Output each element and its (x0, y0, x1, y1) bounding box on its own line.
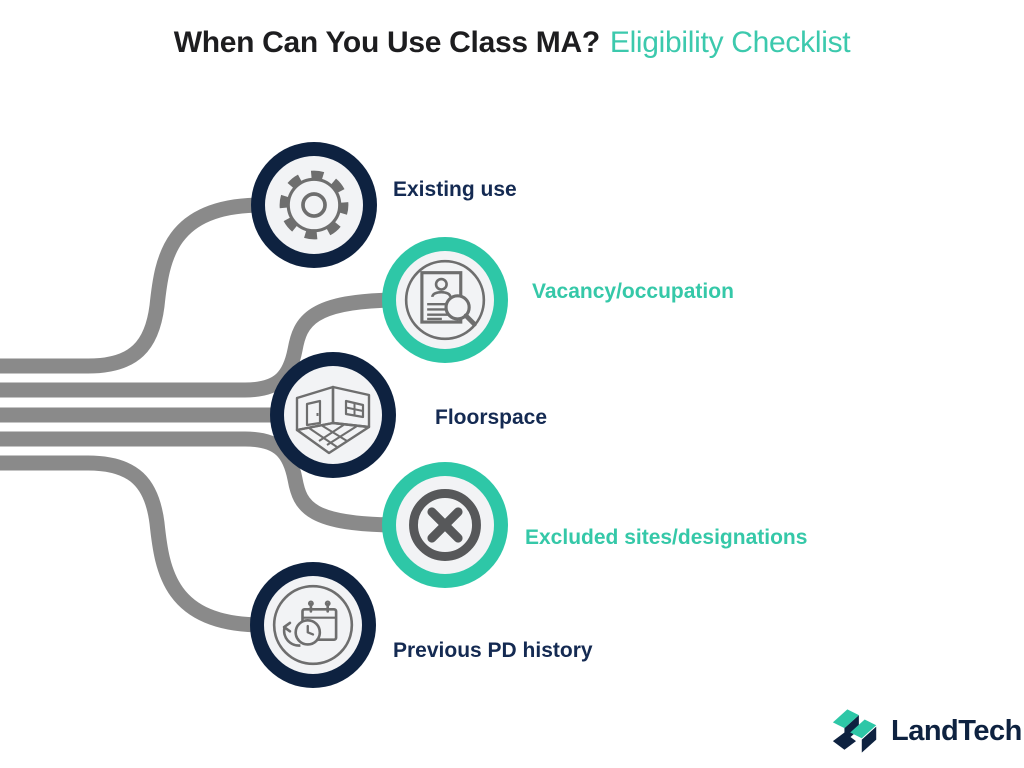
gear-icon (279, 170, 349, 240)
cross-icon (409, 489, 481, 561)
landtech-wordmark: LandTech (891, 714, 1022, 747)
checklist-node-previous-pd (250, 562, 376, 688)
node-disc (264, 576, 362, 674)
title-accent: Eligibility Checklist (609, 26, 851, 59)
node-disc (396, 476, 494, 574)
calendar-history-icon (272, 584, 354, 666)
document-search-icon (404, 259, 486, 341)
landtech-logo: LandTech (829, 702, 1022, 760)
node-disc (396, 251, 494, 349)
room-floorplan-icon (295, 385, 371, 455)
checklist-node-vacancy (382, 237, 508, 363)
item-label-excluded: Excluded sites/designations (525, 526, 808, 549)
node-disc (265, 156, 363, 254)
node-disc (284, 366, 382, 464)
item-label-vacancy: Vacancy/occupation (532, 280, 734, 303)
connector-line-vacancy (0, 292, 401, 398)
checklist-node-floorspace (270, 352, 396, 478)
connector-line-excluded (0, 431, 401, 533)
page-title: When Can You Use Class MA? Eligibility Ch… (0, 26, 1024, 60)
checklist-node-excluded (382, 462, 508, 588)
title-main: When Can You Use Class MA? (173, 26, 600, 59)
checklist-node-existing-use (251, 142, 377, 268)
landtech-logo-icon (832, 709, 877, 753)
connector-line-previous-pd (0, 455, 263, 633)
item-label-existing-use: Existing use (393, 178, 517, 201)
item-label-floorspace: Floorspace (435, 406, 548, 429)
item-label-previous-pd: Previous PD history (393, 639, 593, 662)
connector-line-existing-use (0, 197, 263, 374)
